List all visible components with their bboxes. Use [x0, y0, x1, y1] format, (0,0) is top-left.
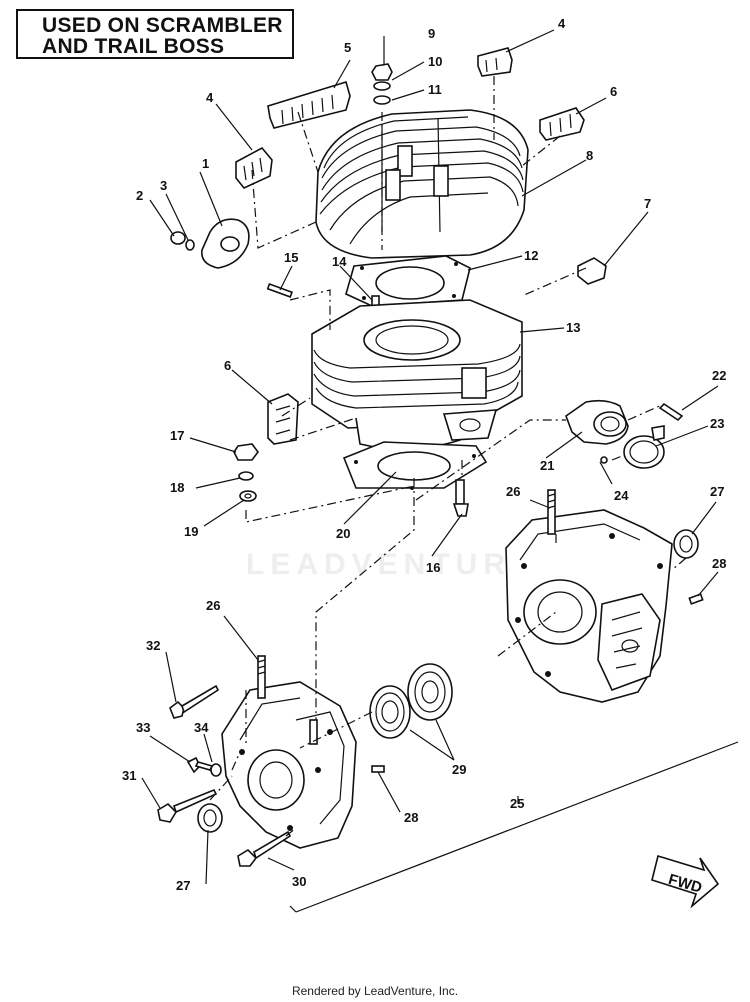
callout-6b: 6 [224, 358, 231, 373]
dowel-pin [266, 282, 293, 298]
applicability-line-2: AND TRAIL BOSS [42, 35, 225, 58]
applicability-note: USED ON SCRAMBLER AND TRAIL BOSS [16, 9, 294, 59]
main-bearing-2 [407, 663, 453, 721]
callout-5: 5 [344, 40, 351, 55]
callout-24: 24 [614, 488, 629, 503]
callout-9: 9 [428, 26, 435, 41]
crankcase-stud-left [257, 655, 266, 699]
crankcase-left [221, 681, 357, 849]
callout-27b: 27 [176, 878, 190, 893]
callout-2: 2 [136, 188, 143, 203]
cylinder-head [315, 109, 529, 259]
callout-29: 29 [452, 762, 466, 777]
clamp-pin [600, 456, 608, 464]
washer-34 [210, 763, 222, 777]
dowel-right [688, 593, 704, 605]
callout-26a: 26 [506, 484, 520, 499]
callout-15: 15 [284, 250, 298, 265]
assembly-bracket [289, 741, 739, 913]
callout-10: 10 [428, 54, 442, 69]
callout-25: 25 [510, 796, 524, 811]
clamp-screw [658, 402, 684, 422]
callout-19: 19 [184, 524, 198, 539]
temperature-sender [452, 479, 469, 517]
bolt-33 [186, 756, 214, 774]
forward-arrow: FWD [651, 854, 720, 909]
callout-12: 12 [524, 248, 538, 263]
callout-6a: 6 [610, 84, 617, 99]
callout-4b: 4 [558, 16, 566, 31]
fin-damper-left [235, 146, 273, 189]
callout-13: 13 [566, 320, 580, 335]
callout-labels: 1 2 3 4 4 5 6 6 7 8 9 10 11 12 13 14 15 … [122, 16, 726, 893]
callout-4a: 4 [206, 90, 214, 105]
fin-damper-right-top [477, 47, 513, 77]
callout-17: 17 [170, 428, 184, 443]
crankshaft-seal-right [673, 529, 699, 559]
intake-flange [201, 218, 250, 269]
cylinder [311, 299, 523, 450]
footer-credit: Rendered by LeadVenture, Inc. [291, 984, 459, 998]
bolt-32 [169, 684, 220, 719]
head-nut [371, 63, 393, 81]
cylinder-lock-washer [238, 471, 254, 481]
callout-28a: 28 [712, 556, 726, 571]
bolt-30 [237, 830, 292, 867]
callout-16: 16 [426, 560, 440, 575]
callout-23: 23 [710, 416, 724, 431]
applicability-line-1: USED ON SCRAMBLER [42, 14, 283, 37]
carburetor-clamp [623, 425, 665, 469]
callout-20: 20 [336, 526, 350, 541]
cylinder-nut [233, 443, 259, 461]
callout-11: 11 [428, 82, 442, 97]
callout-31: 31 [122, 768, 136, 783]
flat-washer [373, 95, 391, 105]
leader-lines [141, 29, 719, 885]
callout-28b: 28 [404, 810, 418, 825]
callout-30: 30 [292, 874, 306, 889]
head-gasket [345, 255, 471, 307]
washer-3 [185, 239, 195, 251]
watermark: LEADVENTURE [246, 548, 538, 581]
cylinder-washer [239, 490, 257, 502]
fin-damper-cylinder [267, 393, 299, 445]
callout-7: 7 [644, 196, 651, 211]
lock-washer [373, 81, 391, 91]
fin-damper-top [267, 80, 351, 129]
dowel-left [371, 765, 385, 773]
callout-1: 1 [202, 156, 209, 171]
fin-damper-small [577, 257, 607, 285]
callout-32: 32 [146, 638, 160, 653]
fin-damper-right [539, 107, 585, 141]
intake-manifold [565, 399, 629, 445]
callout-14: 14 [332, 254, 347, 269]
crankcase-stud-center [309, 719, 318, 745]
callout-3: 3 [160, 178, 167, 193]
crankshaft-seal-left [197, 803, 223, 833]
crankcase-right [505, 509, 673, 703]
callout-26b: 26 [206, 598, 220, 613]
nut-2 [170, 231, 186, 245]
assembly-lines [209, 76, 687, 837]
callout-27a: 27 [710, 484, 724, 499]
callout-33: 33 [136, 720, 150, 735]
crankcase-stud-right [547, 489, 556, 535]
callout-22: 22 [712, 368, 726, 383]
callout-18: 18 [170, 480, 184, 495]
callout-34: 34 [194, 720, 209, 735]
main-bearing-1 [369, 685, 411, 739]
callout-8: 8 [586, 148, 593, 163]
callout-21: 21 [540, 458, 554, 473]
